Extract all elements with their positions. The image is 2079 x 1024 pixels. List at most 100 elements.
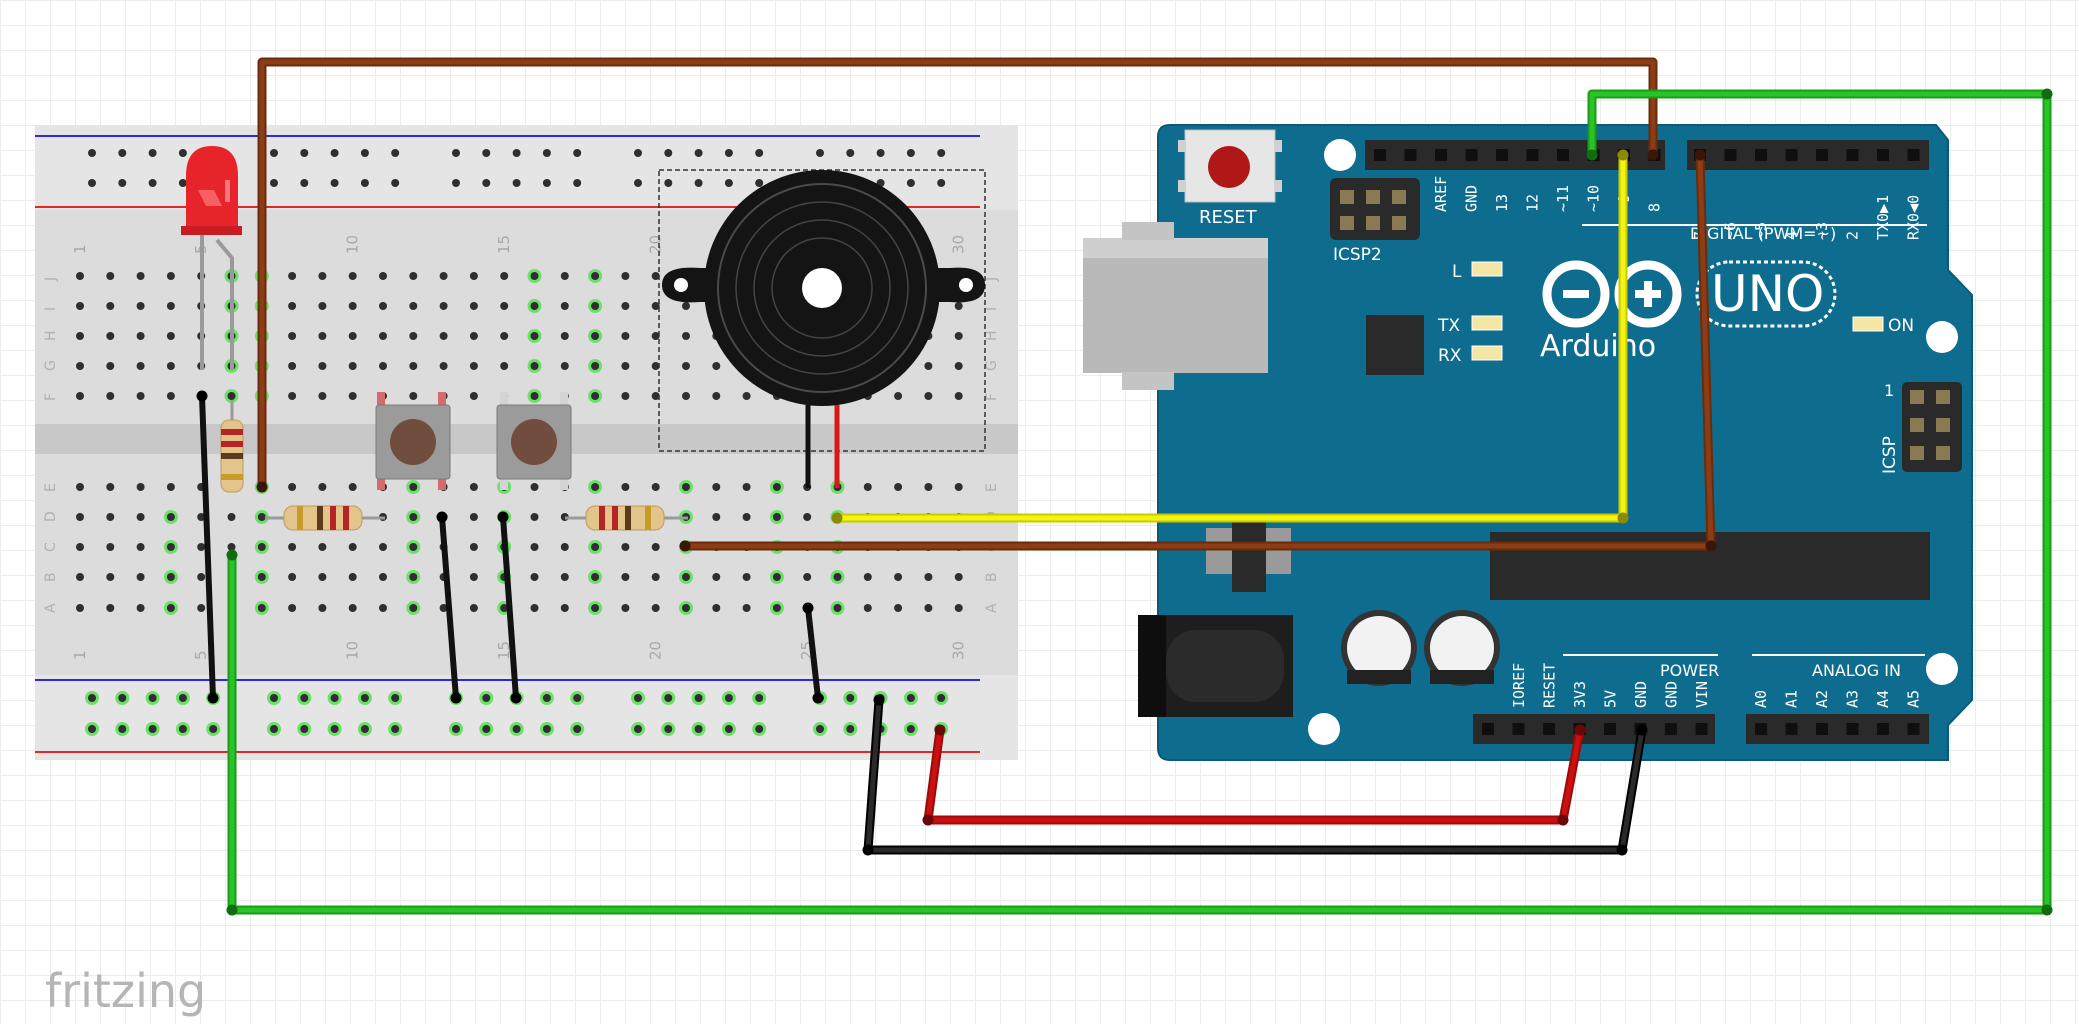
breadboard-hole	[634, 725, 642, 733]
reset-button[interactable]: RESET	[1178, 129, 1282, 228]
breadboard-hole	[651, 302, 660, 310]
breadboard-hole	[76, 332, 84, 340]
breadboard-hole	[621, 573, 630, 581]
breadboard-hole	[500, 302, 509, 310]
wire-endpoint	[436, 511, 448, 523]
breadboard-hole	[712, 362, 721, 370]
breadboard-hole	[148, 179, 157, 187]
pushbutton-1[interactable]	[375, 392, 451, 490]
row-letter: I	[984, 307, 1000, 311]
breadboard-hole	[894, 573, 903, 581]
breadboard-hole	[118, 694, 127, 702]
piezo-buzzer[interactable]	[658, 169, 986, 488]
breadboard-hole	[409, 272, 418, 280]
breadboard-hole	[560, 302, 569, 310]
power-pin-label: VIN	[1693, 681, 1711, 708]
breadboard-hole	[591, 362, 600, 370]
breadboard-hole	[409, 543, 418, 551]
breadboard-hole	[227, 392, 236, 400]
breadboard-hole	[300, 149, 309, 157]
arduino-model: UNO	[1711, 265, 1824, 323]
led-tx-label: TX	[1437, 316, 1460, 336]
breadboard-hole	[136, 513, 145, 521]
resistor-button-2[interactable]	[565, 505, 688, 531]
breadboard-hole	[379, 573, 387, 581]
breadboard-hole	[76, 362, 84, 370]
breadboard-hole	[573, 179, 582, 187]
breadboard-hole	[439, 272, 448, 280]
breadboard-hole	[846, 149, 855, 157]
breadboard-hole	[318, 543, 327, 551]
breadboard-hole	[76, 272, 84, 280]
breadboard-hole	[257, 573, 266, 581]
led-red[interactable]	[181, 146, 242, 370]
capacitor	[1341, 610, 1417, 686]
breadboard-hole	[106, 604, 115, 612]
breadboard-hole	[197, 543, 206, 551]
fritzing-watermark: fritzing	[45, 964, 206, 1018]
breadboard-hole	[469, 302, 478, 310]
breadboard-hole	[300, 694, 309, 702]
breadboard-hole	[330, 149, 339, 157]
column-number: 15	[495, 235, 513, 254]
icsp-label: ICSP	[1880, 436, 1900, 474]
jumper-black[interactable]	[500, 514, 519, 701]
breadboard-hole	[88, 694, 96, 702]
breadboard-hole	[148, 149, 157, 157]
breadboard-hole	[651, 543, 660, 551]
mount-hole	[1324, 139, 1356, 171]
jumper-black[interactable]	[199, 393, 216, 701]
breadboard-hole	[452, 725, 460, 733]
breadboard-hole	[166, 513, 175, 521]
led-l: L	[1452, 261, 1503, 282]
usb-connector	[1083, 222, 1268, 390]
analog-section-label: ANALOG IN	[1812, 661, 1901, 680]
breadboard-hole	[906, 149, 915, 157]
breadboard-hole	[166, 302, 175, 310]
breadboard-hole	[530, 483, 539, 491]
breadboard-hole	[379, 302, 387, 310]
breadboard-hole	[772, 513, 781, 521]
pushbutton-2[interactable]	[496, 392, 572, 490]
breadboard-hole	[469, 513, 478, 521]
breadboard-hole	[348, 392, 357, 400]
breadboard-hole	[712, 513, 721, 521]
breadboard-hole	[924, 392, 933, 400]
capacitor	[1424, 610, 1500, 686]
header-pin	[1907, 723, 1920, 735]
jumper-black[interactable]	[439, 514, 459, 701]
power-pin-label: GND	[1663, 681, 1681, 708]
breadboard-hole	[573, 694, 582, 702]
breadboard-hole	[348, 543, 357, 551]
breadboard-hole	[500, 362, 509, 370]
row-letter: A	[984, 603, 1000, 613]
breadboard-hole	[937, 694, 946, 702]
row-letter: F	[43, 393, 59, 401]
breadboard-hole	[118, 149, 127, 157]
breadboard-hole	[288, 483, 297, 491]
digital-pin-label: ~11	[1554, 185, 1572, 212]
breadboard-hole	[318, 573, 327, 581]
breadboard-hole	[379, 332, 387, 340]
breadboard-hole	[469, 543, 478, 551]
breadboard-hole	[651, 272, 660, 280]
breadboard-hole	[288, 604, 297, 612]
breadboard-hole	[846, 725, 855, 733]
arduino-uno-board[interactable]: RESET	[1083, 124, 1973, 761]
header-pin	[1512, 723, 1525, 735]
breadboard-hole	[136, 332, 145, 340]
breadboard-hole	[634, 179, 642, 187]
breadboard-hole	[409, 362, 418, 370]
breadboard-hole	[409, 392, 418, 400]
resistor-led[interactable]	[220, 400, 244, 493]
icsp2-header: ICSP2	[1330, 178, 1420, 265]
wire-endpoint	[1694, 149, 1706, 161]
breadboard-hole	[954, 483, 963, 491]
breadboard-hole	[772, 483, 781, 491]
mount-hole	[1926, 321, 1958, 353]
breadboard-hole	[530, 392, 539, 400]
resistor-button-1[interactable]	[265, 505, 385, 531]
wire-endpoint	[497, 511, 509, 523]
breadboard-hole	[76, 302, 84, 310]
jumper-black[interactable]	[805, 605, 821, 701]
